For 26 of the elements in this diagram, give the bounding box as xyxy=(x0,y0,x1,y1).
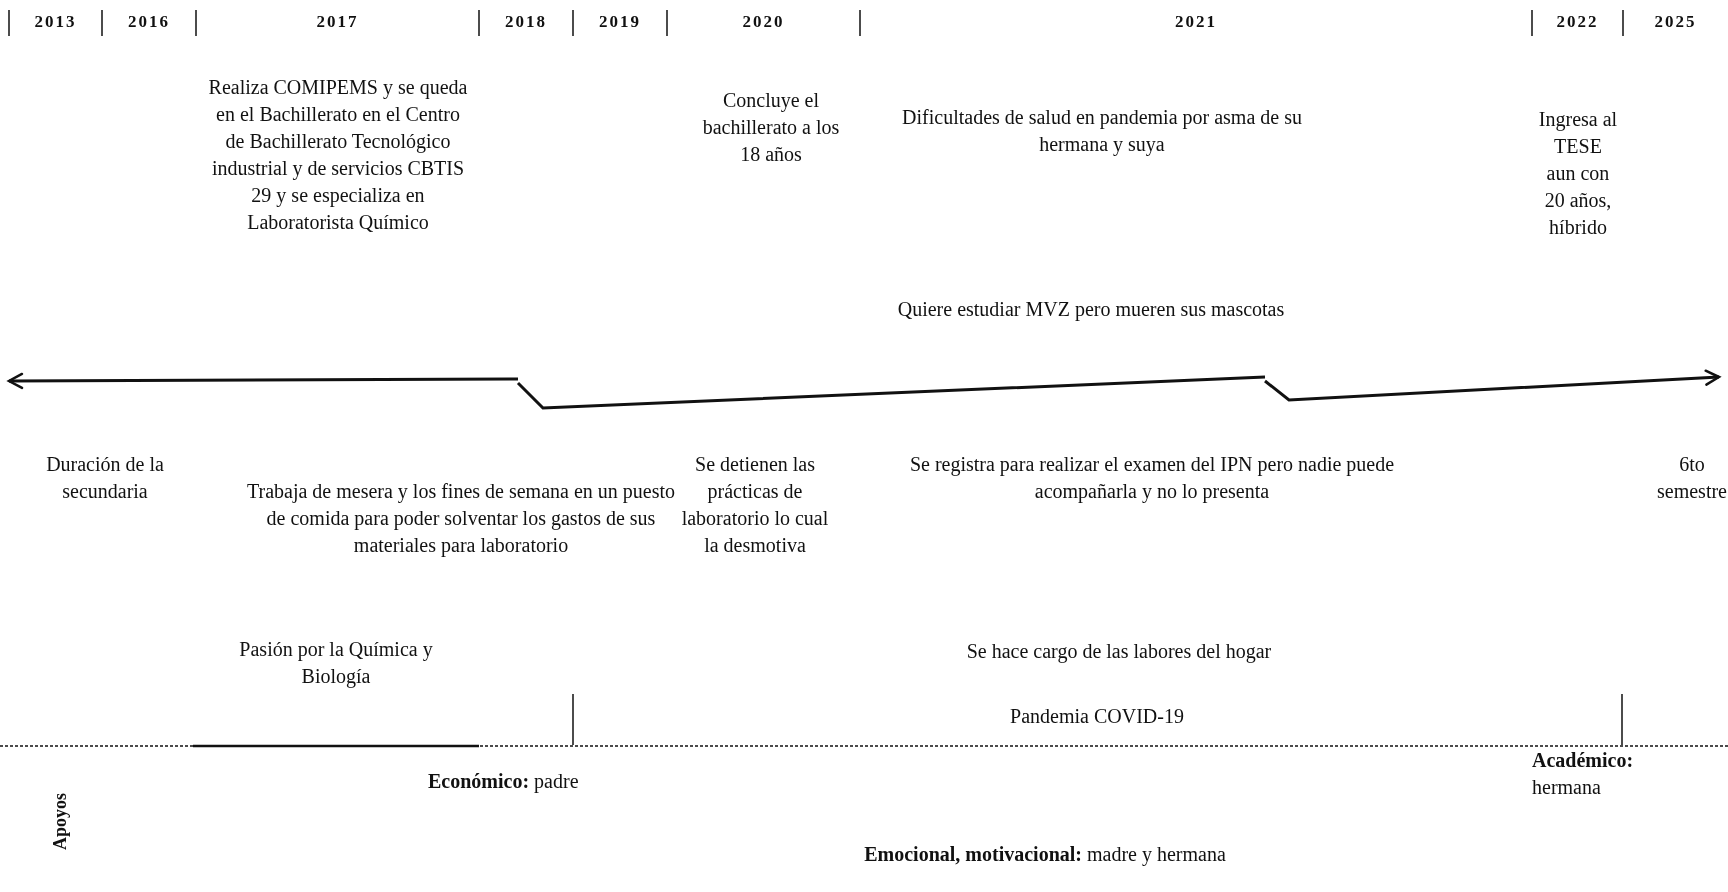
event-text: Dificultades de salud en pandemia por asma de su hermana y suya xyxy=(901,105,1303,158)
event-text: 6to semestre xyxy=(1656,452,1728,504)
event-text: Trabaja de mesera y los fines de semana en un puesto de comida para poder solventar los gastos de sus materiales para laboratorio xyxy=(246,479,676,559)
year-label: 2018 xyxy=(504,11,548,33)
event-text: Realiza COMIPEMS y se queda en el Bachillerato en el Centro de Bachillerato Tecnológico industrial y de servicios CBTIS 29 y se especializa en Laboratorista Químico xyxy=(208,75,468,235)
support-note: Económico: padre xyxy=(428,769,579,795)
year-label: 2020 xyxy=(741,11,786,33)
event-text: Se detienen las prácticas de laboratorio lo cual la desmotiva xyxy=(680,452,830,558)
event-text: Pandemia COVID-19 xyxy=(1009,704,1185,729)
year-label: 2017 xyxy=(315,11,360,33)
support-note: Académico: hermana xyxy=(1532,748,1635,800)
year-label: 2019 xyxy=(598,11,642,33)
event-text: Duración de la secundaria xyxy=(45,452,165,504)
year-label: 2025 xyxy=(1653,11,1698,33)
event-text: Se hace cargo de las labores del hogar xyxy=(965,639,1273,665)
year-label: 2013 xyxy=(33,11,78,33)
event-text: Pasión por la Química y Biología xyxy=(238,637,434,690)
year-label: 2016 xyxy=(127,11,171,33)
year-label: 2022 xyxy=(1555,11,1600,33)
event-text: Ingresa al TESE aun con 20 años, híbrido xyxy=(1538,107,1618,240)
support-note: Emocional, motivacional: madre y hermana xyxy=(863,842,1227,868)
event-text: Concluye el bachillerato a los 18 años xyxy=(701,88,841,167)
event-text: Se registra para realizar el examen del IPN pero nadie puede acompañarla y no lo presenta xyxy=(908,452,1396,505)
section-label: Apoyos xyxy=(49,793,71,850)
event-text: Quiere estudiar MVZ pero mueren sus mascotas xyxy=(896,297,1286,323)
year-label: 2021 xyxy=(1174,11,1218,33)
